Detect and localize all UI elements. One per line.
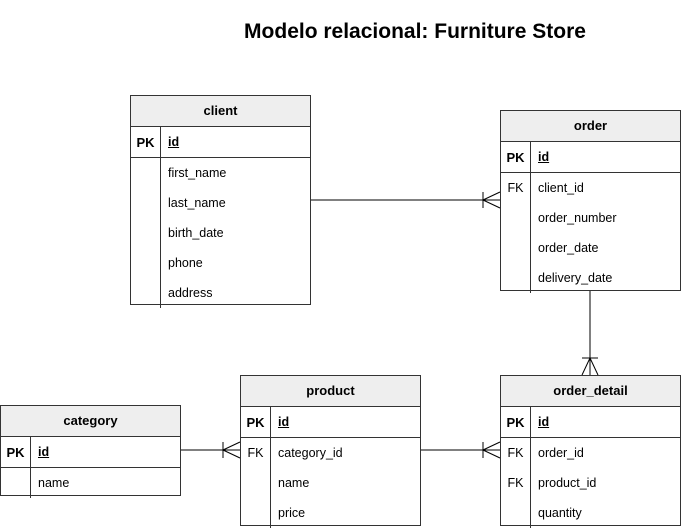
field-name: price xyxy=(278,506,306,520)
pk-row: PK id xyxy=(501,142,680,173)
field-name: quantity xyxy=(538,506,582,520)
relationship-category-product xyxy=(181,441,241,459)
entity-product[interactable]: product PK id FK category_id name price xyxy=(240,375,421,528)
field-row: first_name xyxy=(131,158,310,188)
key-label xyxy=(241,468,271,498)
field-name: address xyxy=(168,286,213,300)
entity-client[interactable]: client PK id first_name last_name birth_… xyxy=(130,95,311,308)
field-row: name xyxy=(241,468,420,498)
field-row: order_number xyxy=(501,203,680,233)
field-row: quantity xyxy=(501,498,680,528)
key-label xyxy=(501,498,531,528)
entity-category[interactable]: category PK id name xyxy=(0,405,181,498)
entity-order-detail[interactable]: order_detail PK id FK order_id FK product_… xyxy=(500,375,681,528)
key-label xyxy=(501,233,531,263)
field-name: delivery_date xyxy=(538,271,613,285)
key-label: FK xyxy=(501,468,531,498)
key-label: FK xyxy=(241,438,271,468)
field-row: price xyxy=(241,498,420,528)
field-row: FK product_id xyxy=(501,468,680,498)
diagram-title: Modelo relacional: Furniture Store xyxy=(244,20,586,43)
entity-header: order xyxy=(501,111,680,142)
key-label: PK xyxy=(131,127,161,157)
key-label xyxy=(131,248,161,278)
field-row: FK category_id xyxy=(241,438,420,468)
field-name: name xyxy=(38,476,70,490)
key-label: FK xyxy=(501,173,531,203)
field-name: category_id xyxy=(278,446,343,460)
key-label xyxy=(241,498,271,528)
field-name: last_name xyxy=(168,196,226,210)
field-row: FK client_id xyxy=(501,173,680,203)
key-label xyxy=(501,263,531,293)
key-label xyxy=(131,188,161,218)
field-name: id xyxy=(538,150,550,164)
pk-row: PK id xyxy=(131,127,310,158)
field-row: phone xyxy=(131,248,310,278)
field-name: order_number xyxy=(538,211,617,225)
key-label: PK xyxy=(501,407,531,437)
field-name: id xyxy=(168,135,180,149)
pk-row: PK id xyxy=(501,407,680,438)
field-row: last_name xyxy=(131,188,310,218)
field-row: address xyxy=(131,278,310,308)
key-label: FK xyxy=(501,438,531,468)
field-row: delivery_date xyxy=(501,263,680,293)
field-name: birth_date xyxy=(168,226,224,240)
key-label: PK xyxy=(1,437,31,467)
field-row: birth_date xyxy=(131,218,310,248)
relationship-order-order-detail xyxy=(581,291,599,376)
entity-header: client xyxy=(131,96,310,127)
key-label xyxy=(131,218,161,248)
field-name: id xyxy=(38,445,50,459)
relationship-product-order-detail xyxy=(421,441,501,459)
key-label xyxy=(501,203,531,233)
entity-order[interactable]: order PK id FK client_id order_number ord… xyxy=(500,110,681,293)
field-name: id xyxy=(538,415,550,429)
entity-header: category xyxy=(1,406,180,437)
field-row: FK order_id xyxy=(501,438,680,468)
field-name: order_date xyxy=(538,241,599,255)
pk-row: PK id xyxy=(1,437,180,468)
field-name: name xyxy=(278,476,310,490)
entity-header: order_detail xyxy=(501,376,680,407)
field-name: product_id xyxy=(538,476,597,490)
relationship-client-order xyxy=(311,191,501,209)
field-name: id xyxy=(278,415,290,429)
field-row: order_date xyxy=(501,233,680,263)
key-label: PK xyxy=(501,142,531,172)
key-label: PK xyxy=(241,407,271,437)
key-label xyxy=(131,278,161,308)
entity-header: product xyxy=(241,376,420,407)
field-name: order_id xyxy=(538,446,584,460)
key-label xyxy=(131,158,161,188)
field-name: first_name xyxy=(168,166,227,180)
field-row: name xyxy=(1,468,180,498)
key-label xyxy=(1,468,31,498)
field-name: client_id xyxy=(538,181,584,195)
pk-row: PK id xyxy=(241,407,420,438)
field-name: phone xyxy=(168,256,203,270)
